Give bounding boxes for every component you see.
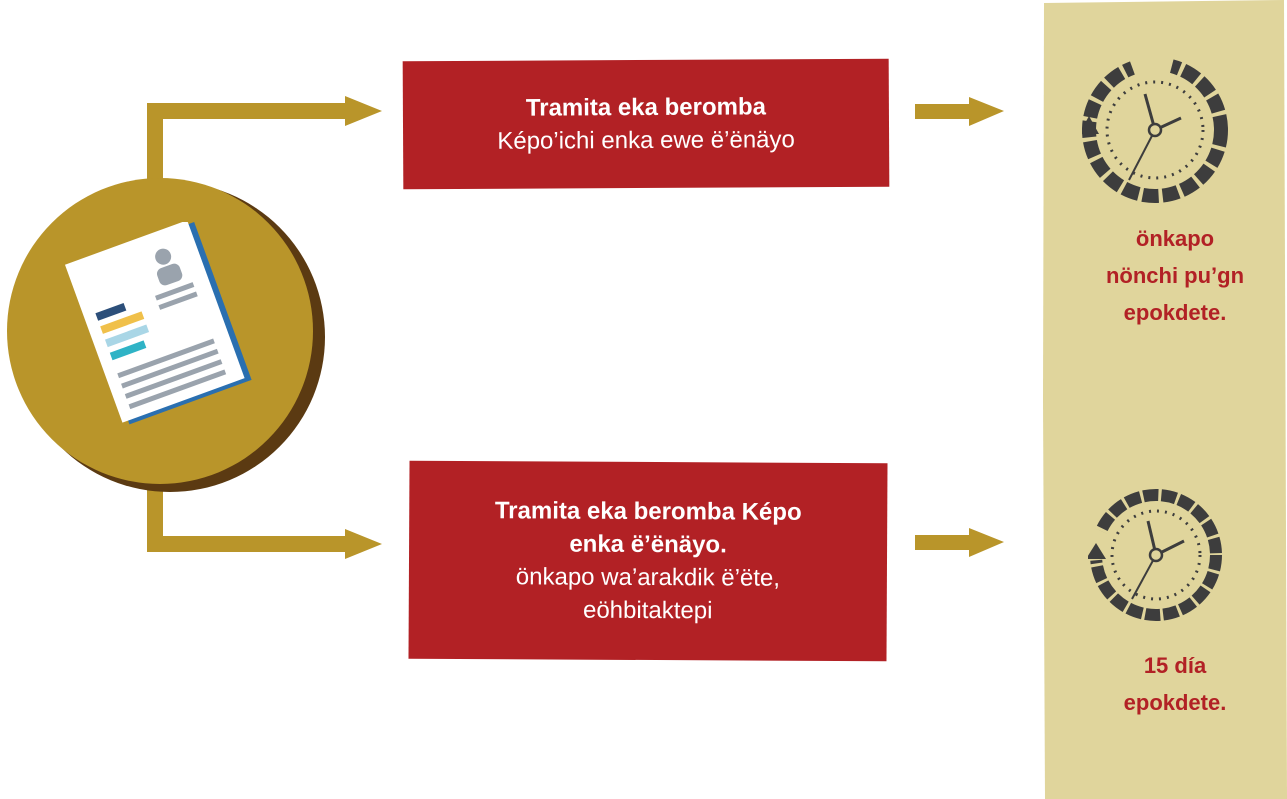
bottom-caption-line-1: 15 día: [1143, 653, 1207, 678]
top-process-box: Tramita eka beromba Képo’ichi enka ewe ë…: [402, 58, 890, 190]
clock-icon: [1088, 488, 1223, 622]
top-caption-line-3: epokdete.: [1123, 300, 1227, 325]
top-connector-vertical: [147, 103, 163, 183]
bottom-connector-vertical: [147, 480, 163, 550]
bottom-right-arrow-shaft: [915, 535, 971, 550]
top-caption-line-1: önkapo: [1135, 226, 1215, 251]
bottom-process-box: Tramita eka beromba Képo enka ë’ënäyo. ö…: [408, 460, 888, 662]
top-right-arrow-head: [969, 97, 1004, 126]
bottom-right-arrow-head: [969, 528, 1004, 557]
bottom-box-line-3: önkapo wa’arakdik ë’ëte,: [515, 563, 781, 592]
bottom-time-caption: 15 día epokdete.: [1075, 647, 1275, 721]
bottom-connector-arrowhead: [345, 529, 382, 559]
time-panel: [1043, 0, 1287, 799]
top-right-arrow-shaft: [915, 104, 971, 119]
top-box-line-2: Képo’ichi enka ewe ë’ënäyo: [497, 126, 795, 155]
top-caption-line-2: nönchi pu’gn: [1105, 263, 1245, 288]
bottom-caption-line-2: epokdete.: [1123, 690, 1227, 715]
clock-icon: [1082, 57, 1228, 203]
bottom-box-line-1: Tramita eka beromba Képo: [494, 497, 802, 526]
top-box-line-1: Tramita eka beromba: [525, 93, 767, 122]
bottom-box-line-2: enka ë’ënäyo.: [569, 530, 727, 559]
top-time-caption: önkapo nönchi pu’gn epokdete.: [1075, 220, 1275, 331]
bottom-connector-horizontal: [147, 536, 347, 552]
top-connector-arrowhead: [345, 96, 382, 126]
top-connector-horizontal: [147, 103, 347, 119]
document-icon: [64, 222, 252, 425]
bottom-box-line-4: eöhbitaktepi: [582, 596, 713, 625]
